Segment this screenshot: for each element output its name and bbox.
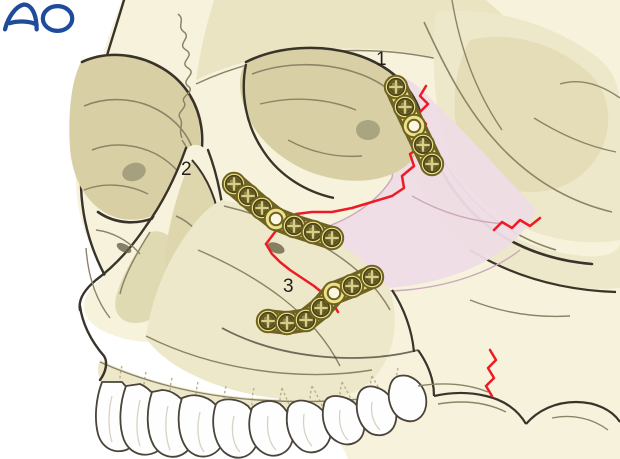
plate-label-2: 2 — [181, 159, 192, 180]
maxillary-teeth — [95, 374, 428, 459]
screw[interactable] — [277, 313, 297, 333]
screw[interactable] — [296, 310, 316, 330]
plate-label-1: 1 — [376, 49, 387, 70]
plate-1[interactable] — [383, 74, 445, 177]
screw[interactable] — [386, 77, 406, 97]
plate-3[interactable] — [255, 264, 385, 336]
infraorbital-rim-fracture — [264, 194, 394, 246]
screw[interactable] — [284, 216, 304, 236]
screw[interactable] — [311, 298, 331, 318]
empty-screw-hole[interactable] — [326, 285, 342, 301]
screw[interactable] — [342, 276, 362, 296]
fixation-plates — [221, 74, 445, 336]
screw[interactable] — [224, 174, 244, 194]
screw[interactable] — [258, 311, 278, 331]
orbit — [69, 46, 424, 224]
empty-screw-hole[interactable] — [268, 211, 284, 227]
plate-label-3: 3 — [283, 276, 294, 297]
screw[interactable] — [395, 97, 415, 117]
facial-outline — [78, 299, 620, 431]
plate-2[interactable] — [221, 171, 345, 251]
screw[interactable] — [252, 198, 272, 218]
screw[interactable] — [422, 154, 442, 174]
screw[interactable] — [303, 222, 323, 242]
screw[interactable] — [238, 186, 258, 206]
posterior-arch-step — [484, 348, 498, 398]
screw[interactable] — [362, 267, 382, 287]
screw[interactable] — [413, 135, 433, 155]
empty-screw-hole[interactable] — [406, 118, 422, 134]
screw[interactable] — [322, 228, 342, 248]
zygomatic-arch-fracture — [492, 216, 542, 232]
ao-logo — [2, 2, 75, 34]
